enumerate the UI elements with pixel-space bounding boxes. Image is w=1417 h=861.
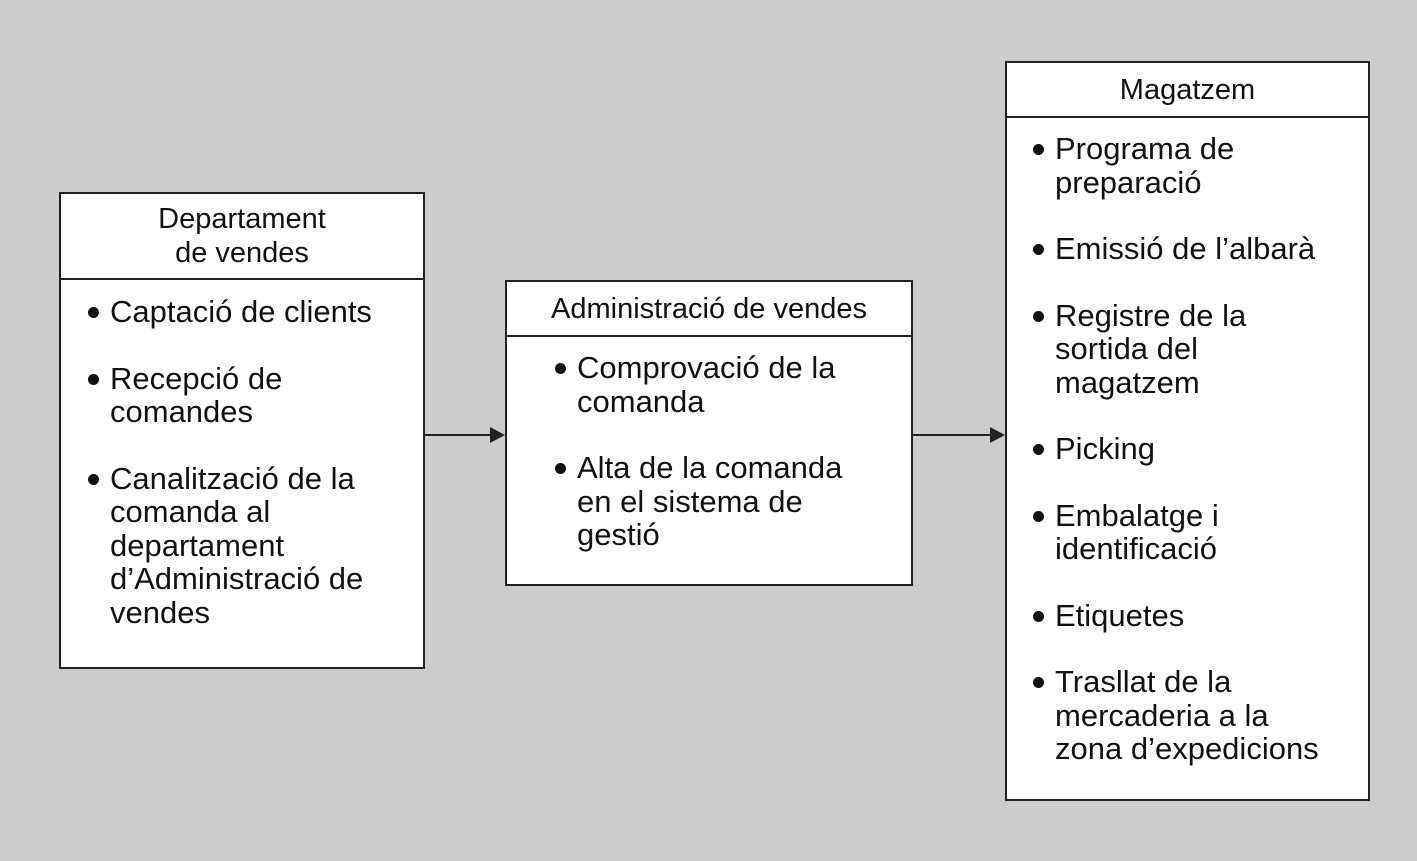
list-item-line: comandes	[110, 394, 254, 429]
list-item-line: Embalatge i	[1055, 497, 1219, 533]
arrow-head-icon	[990, 427, 1005, 443]
list-item: Etiquetes	[1033, 597, 1368, 633]
list-item: Picking	[1033, 431, 1368, 466]
list-item-line: departament	[110, 527, 285, 563]
list-item-line: preparació	[1055, 164, 1202, 200]
list-item-line: Registre de la	[1055, 297, 1247, 333]
list-item-line: d’Administració de	[110, 561, 364, 596]
box-title-line: Departament	[158, 203, 326, 235]
list-item-line: Programa de	[1055, 131, 1235, 166]
list-item-line: Comprovació de la	[577, 350, 836, 385]
box-title-line: Magatzem	[1119, 73, 1256, 106]
box-title-line: Administració de vendes	[551, 292, 867, 325]
box-item-list: Programa de preparació Emissió de l’alba…	[1007, 118, 1368, 766]
list-item: Canalització de la comanda al departamen…	[88, 460, 423, 630]
list-item-line: gestió	[577, 517, 660, 552]
box-administracio-de-vendes: Administració de vendes Comprovació de l…	[505, 280, 913, 586]
list-item-line: sortida del	[1055, 331, 1199, 366]
list-item-line: Alta de la comanda	[577, 450, 843, 485]
box-item-list: Captació de clients Recepció de comandes…	[61, 280, 423, 629]
list-item: Trasllat de la mercaderia a la zona d’ex…	[1033, 664, 1368, 766]
box-title-line: de vendes	[175, 237, 309, 269]
list-item: Embalatge i identificació	[1033, 497, 1368, 566]
list-item: Emissió de l’albarà	[1033, 231, 1368, 266]
list-item-line: Etiquetes	[1055, 597, 1185, 633]
box-title: Administració de vendes	[507, 282, 911, 337]
box-title: Magatzem	[1007, 63, 1368, 118]
arrow-head-icon	[490, 427, 505, 443]
list-item-line: en el sistema de	[577, 483, 803, 519]
list-item-line: Canalització de la	[110, 460, 355, 496]
box-item-list: Comprovació de la comanda Alta de la com…	[507, 337, 911, 552]
list-item: Captació de clients	[88, 294, 423, 329]
box-title: Departament de vendes	[61, 194, 423, 280]
arrow-vendes-to-administracio	[425, 427, 505, 443]
list-item-line: comanda	[577, 383, 705, 419]
list-item: Registre de la sortida del magatzem	[1033, 297, 1368, 400]
box-magatzem: Magatzem Programa de preparació Emissió …	[1005, 61, 1370, 801]
list-item-line: comanda al	[110, 494, 271, 529]
list-item-line: Emissió de l’albarà	[1055, 231, 1316, 266]
box-departament-de-vendes: Departament de vendes Captació de client…	[59, 192, 425, 669]
list-item-line: mercaderia a la	[1055, 697, 1269, 733]
list-item-line: magatzem	[1055, 364, 1200, 400]
list-item-line: vendes	[110, 594, 210, 630]
list-item-line: Trasllat de la	[1055, 664, 1232, 699]
list-item-line: Recepció de	[110, 360, 283, 396]
list-item: Recepció de comandes	[88, 360, 423, 429]
list-item-line: identificació	[1055, 531, 1217, 566]
list-item-line: Captació de clients	[110, 294, 372, 329]
list-item: Comprovació de la comanda	[555, 350, 911, 419]
list-item-line: Picking	[1055, 431, 1155, 466]
arrow-administracio-to-magatzem	[913, 427, 1005, 443]
list-item: Programa de preparació	[1033, 131, 1368, 200]
list-item: Alta de la comanda en el sistema de gest…	[555, 450, 911, 552]
list-item-line: zona d’expedicions	[1055, 731, 1319, 766]
